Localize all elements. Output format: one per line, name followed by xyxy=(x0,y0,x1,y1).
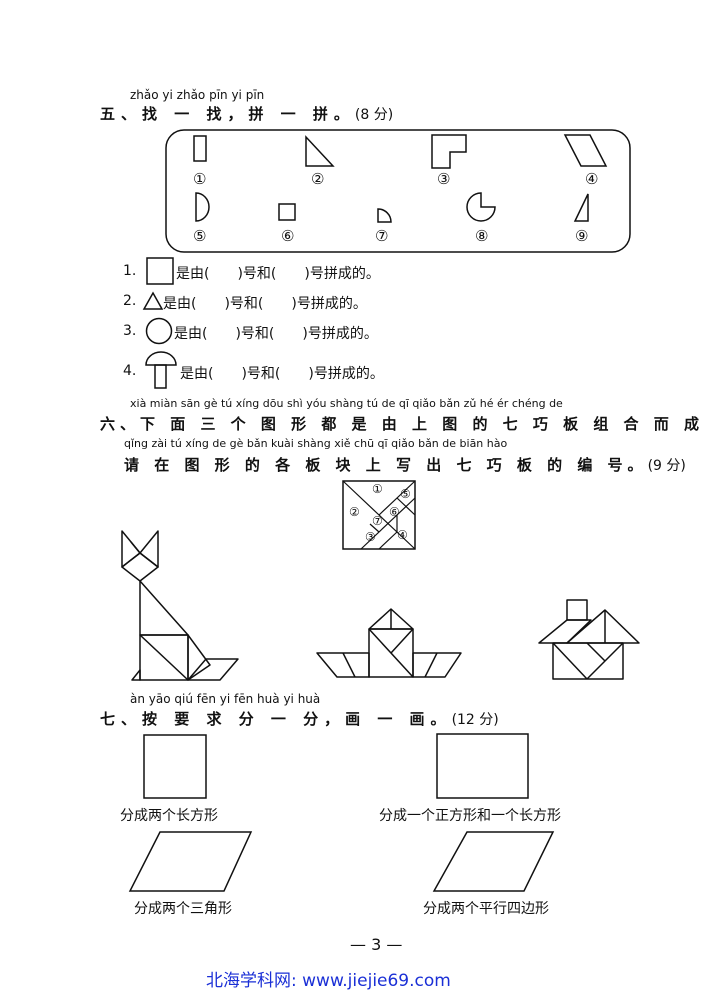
shape-7-quarter-circle xyxy=(377,208,392,223)
square-to-divide xyxy=(143,734,207,799)
shape-9-triangle xyxy=(573,193,589,222)
shape-label-9: ⑨ xyxy=(575,227,589,245)
section6-line-1: 六、下 面 三 个 图 形 都 是 由 上 图 的 七 巧 板 组 合 而 成 … xyxy=(100,415,707,433)
shape-label-6: ⑥ xyxy=(281,227,295,245)
question-4-number: 4. xyxy=(123,363,137,379)
footer-watermark: 北海学科网: www.jiejie69.com xyxy=(206,971,451,991)
tangram-label-5: ⑤ xyxy=(400,487,411,501)
shape-5-half-circle xyxy=(195,192,210,222)
section6-score: (9 分) xyxy=(647,458,686,474)
question-2-number: 2. xyxy=(123,293,137,309)
tangram-label-6: ⑥ xyxy=(389,505,400,519)
shape-label-8: ⑧ xyxy=(475,227,489,245)
tangram-label-4: ④ xyxy=(397,528,408,542)
section6-pinyin-1: xià miàn sān gè tú xíng dōu shì yóu shàn… xyxy=(130,397,563,410)
shape-label-7: ⑦ xyxy=(375,227,389,245)
tangram-reference xyxy=(342,480,416,550)
section7-score: (12 分) xyxy=(451,712,499,728)
question-1-number: 1. xyxy=(123,263,137,279)
shape-1-rectangle xyxy=(193,135,207,162)
question-2-text: 是由( )号和( )号拼成的。 xyxy=(163,296,367,312)
page-number: — 3 — xyxy=(350,935,403,954)
shape-label-4: ④ xyxy=(585,170,599,188)
section6-line-2: 请 在 图 形 的 各 板 块 上 写 出 七 巧 板 的 编 号。(9 分) xyxy=(124,454,686,475)
caption-two-rectangles: 分成两个长方形 xyxy=(120,808,218,824)
shape-4-parallelogram xyxy=(563,134,608,167)
shape-label-3: ③ xyxy=(437,170,451,188)
shape-label-1: ① xyxy=(193,170,207,188)
question-4-text: 是由( )号和( )号拼成的。 xyxy=(180,366,384,382)
mushroom-icon xyxy=(145,351,177,389)
section7-pinyin: àn yāo qiú fēn yi fēn huà yi huà xyxy=(130,692,321,706)
circle-icon xyxy=(145,317,173,345)
question-1-text: 是由( )号和( )号拼成的。 xyxy=(176,266,380,282)
square-icon xyxy=(146,257,174,285)
tangram-label-3: ③ xyxy=(365,530,376,544)
tangram-boat-figure xyxy=(316,608,462,678)
section5-title: 五、找 一 找，拼 一 拼。 xyxy=(100,105,355,123)
section6-line-2-text: 请 在 图 形 的 各 板 块 上 写 出 七 巧 板 的 编 号。 xyxy=(124,456,648,474)
caption-two-triangles: 分成两个三角形 xyxy=(134,901,232,917)
shape-3-l-shape xyxy=(431,134,467,169)
shape-label-2: ② xyxy=(311,170,325,188)
section6-pinyin-2: qǐng zài tú xíng de gè bǎn kuài shàng xi… xyxy=(124,437,508,450)
section5-score: (8 分) xyxy=(354,107,394,123)
question-3-number: 3. xyxy=(123,323,137,339)
shape-label-5: ⑤ xyxy=(193,227,207,245)
section5-heading: 五、找 一 找，拼 一 拼。(8 分) xyxy=(100,103,393,124)
question-3-text: 是由( )号和( )号拼成的。 xyxy=(174,326,378,342)
shape-2-triangle xyxy=(305,135,335,167)
tangram-cat-figure xyxy=(121,530,239,681)
parallelogram-to-parallelograms xyxy=(432,831,555,892)
tangram-label-7: ⑦ xyxy=(372,514,383,528)
parallelogram-to-triangles xyxy=(128,831,253,892)
shape-6-square xyxy=(278,203,296,221)
tangram-house-figure xyxy=(538,599,640,680)
rectangle-to-divide xyxy=(436,733,529,799)
caption-square-and-rectangle: 分成一个正方形和一个长方形 xyxy=(379,808,561,824)
section7-title: 七、按 要 求 分 一 分，画 一 画。 xyxy=(100,710,452,728)
caption-two-parallelograms: 分成两个平行四边形 xyxy=(423,901,549,917)
tangram-label-2: ② xyxy=(349,505,360,519)
shape-8-three-quarter-circle xyxy=(466,192,496,222)
triangle-icon xyxy=(142,291,164,310)
shapes-rounded-box xyxy=(165,129,631,253)
section5-pinyin: zhǎo yi zhǎo pīn yi pīn xyxy=(130,88,265,102)
tangram-label-1: ① xyxy=(372,482,383,496)
section7-heading: 七、按 要 求 分 一 分，画 一 画。(12 分) xyxy=(100,708,499,729)
